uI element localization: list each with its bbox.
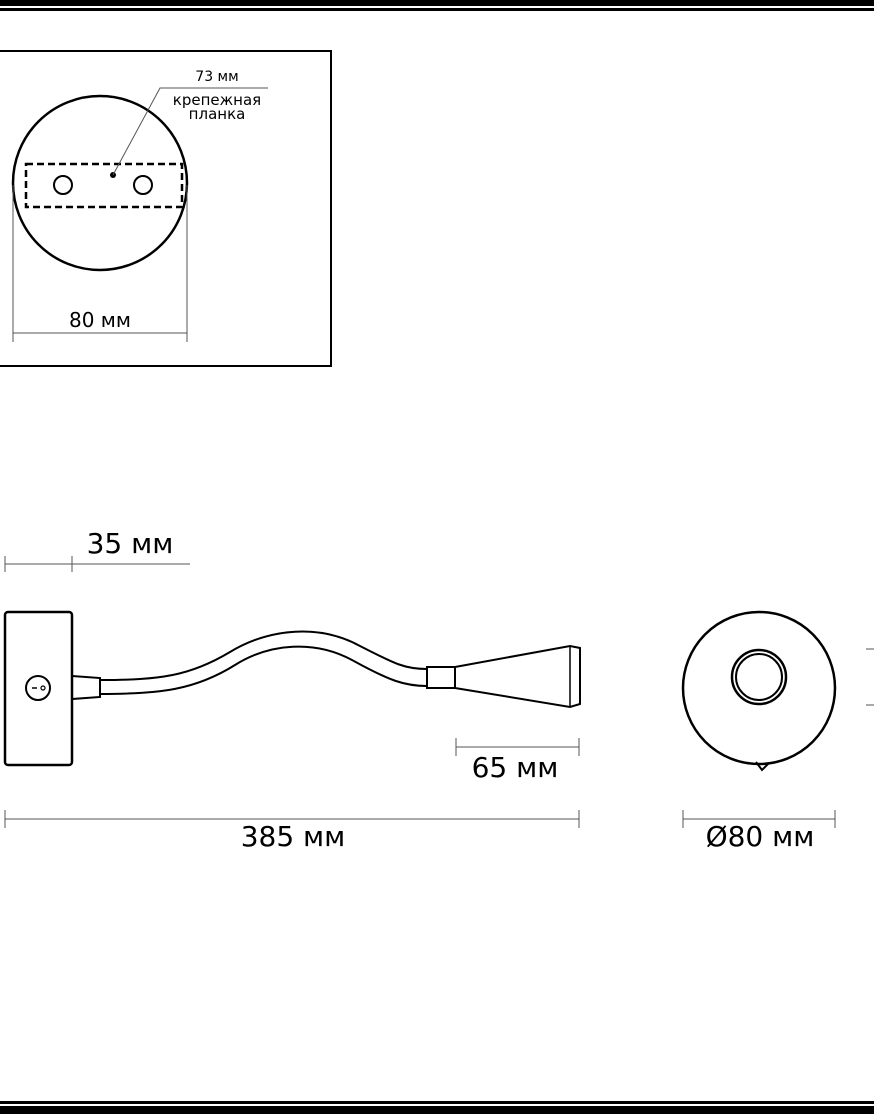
lamp-head xyxy=(454,644,581,709)
bottom-border xyxy=(0,1101,874,1114)
depth-label: 35 мм xyxy=(87,527,174,560)
plate-name-line1: крепежная xyxy=(173,91,261,109)
plate-name-line2: планка xyxy=(189,105,246,123)
head-collar xyxy=(426,666,456,689)
front-diameter-label: Ø80 мм xyxy=(706,820,815,853)
flex-arm-top xyxy=(99,630,428,681)
side-view: 35 мм 65 мм 385 мм xyxy=(3,527,581,853)
screw-hole-left xyxy=(53,175,73,195)
leader-line xyxy=(112,87,268,176)
arm-connector xyxy=(71,674,101,701)
top-border xyxy=(0,0,874,11)
switch-dot xyxy=(40,685,46,691)
plate-spacing-label: 73 мм xyxy=(195,69,238,85)
front-head-outer xyxy=(730,648,788,706)
detail-frame xyxy=(0,50,332,367)
switch-button xyxy=(25,675,51,701)
total-length-label: 385 мм xyxy=(241,820,346,853)
head-length-label: 65 мм xyxy=(472,751,559,784)
base-circle xyxy=(11,94,189,272)
front-base-circle xyxy=(681,610,837,766)
front-switch xyxy=(755,761,769,772)
screw-hole-right xyxy=(133,175,153,195)
flex-arm-bottom xyxy=(99,645,428,695)
front-head-inner xyxy=(735,653,783,701)
plate-diameter-label: 80 мм xyxy=(69,308,131,332)
mounting-plate-dashed xyxy=(24,162,184,209)
mount-plate-detail: 73 мм крепежная планка 80 мм xyxy=(0,50,332,367)
front-view: Ø80 мм xyxy=(681,610,874,853)
wall-base xyxy=(3,610,74,767)
